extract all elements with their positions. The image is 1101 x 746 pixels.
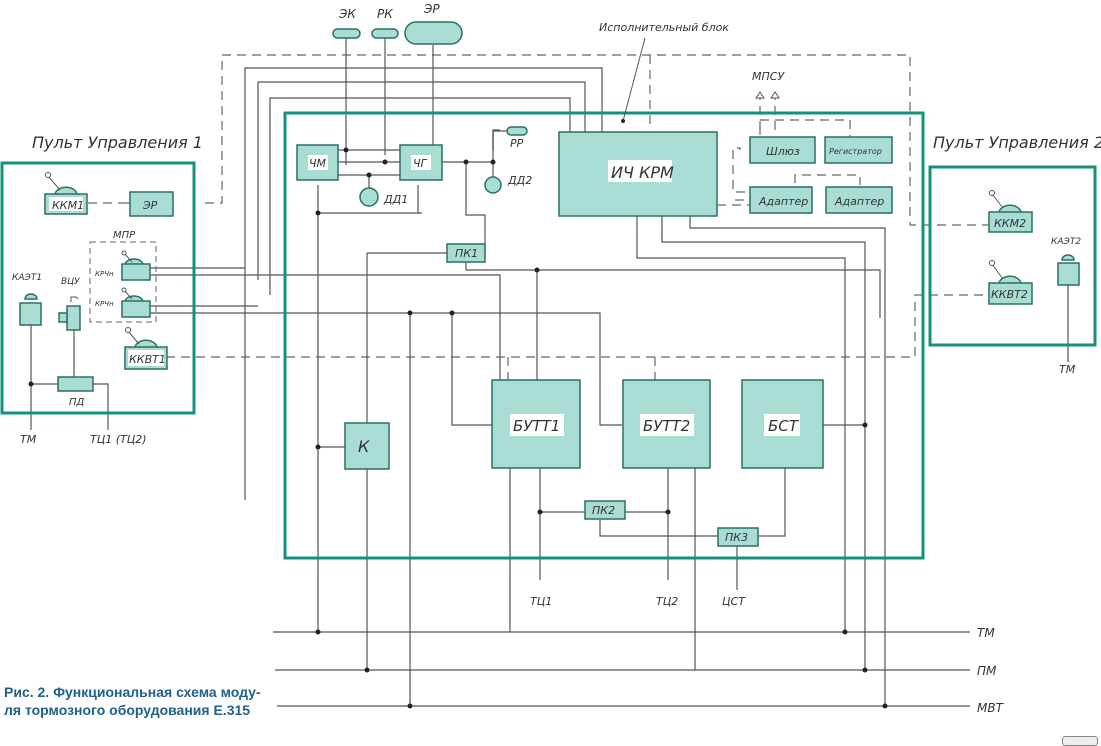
dd1-sensor [359, 187, 379, 207]
kaet2-label: КАЭТ2 [1051, 237, 1081, 247]
bus-mvt-label: МВТ [977, 701, 1005, 715]
bst-block: БСТ [741, 379, 824, 469]
er-relay-label: ЭР [142, 199, 158, 212]
rr-link [492, 130, 507, 150]
caption-line-2: ля тормозного оборудования Е.315 [4, 702, 251, 718]
exec-block-leader-dot [621, 119, 625, 123]
registrator-block: Регистратор [824, 136, 893, 164]
kaet1-valve [19, 293, 42, 326]
kkvt2-label: ККВТ2 [991, 288, 1028, 301]
vtsu-valve [58, 296, 81, 331]
pd-device: ПД [57, 376, 94, 408]
dd2-sensor [484, 176, 502, 194]
chm-block: ЧМ [296, 144, 339, 181]
kr1-label: КРЧн [95, 270, 114, 278]
dd2-label: ДД2 [507, 174, 532, 187]
kkvt2-controller: ККВТ2 [988, 260, 1033, 305]
shluz-block: Шлюз [749, 136, 816, 164]
rk-tank [371, 28, 399, 39]
panel1-tm-label: ТМ [20, 433, 37, 446]
er-tank [404, 21, 463, 45]
rk-label: РК [377, 7, 393, 21]
er-top-label: ЭР [423, 2, 440, 16]
butt2-block: БУТТ2 [622, 379, 711, 469]
kkm1-label: ККМ1 [52, 199, 84, 212]
bus-lines [273, 631, 970, 707]
butt2-label: БУТТ2 [643, 417, 690, 435]
vtsu-label: ВЦУ [61, 277, 80, 287]
tc2-label: ТЦ2 [656, 595, 678, 608]
tc1-label: ТЦ1 [530, 595, 552, 608]
panel1-title: Пульт Управления 1 [32, 133, 203, 152]
kaet2-valve [1057, 254, 1080, 286]
pk1-valve: ПК1 [446, 243, 486, 263]
butt1-block: БУТТ1 [491, 379, 581, 469]
page-corner-tab [1062, 736, 1098, 746]
shluz-label: Шлюз [766, 145, 800, 158]
kkvt1-controller: ККВТ1 [124, 327, 168, 370]
k-block: К [344, 422, 390, 470]
k-label: К [358, 437, 370, 456]
adapter2-block: Адаптер [825, 186, 893, 214]
mpsu-label: МПСУ [752, 70, 785, 83]
adapter1-label: Адаптер [758, 195, 808, 208]
kr1-controller: КРЧн [95, 250, 151, 281]
bus-pm-label: ПМ [977, 664, 997, 678]
panel1-tc-label: ТЦ1 (ТЦ2) [90, 433, 147, 446]
chm-label: ЧМ [309, 157, 327, 170]
adapter1-block: Адаптер [749, 186, 813, 214]
chg-block: ЧГ [399, 144, 443, 181]
junction-dots [28, 147, 888, 709]
kkvt1-label: ККВТ1 [129, 353, 166, 366]
ek-label: ЭК [338, 7, 356, 21]
pd-label: ПД [69, 397, 85, 408]
main-frame [283, 111, 925, 560]
panel2-frame [928, 165, 1097, 347]
ek-tank [332, 28, 361, 39]
caption-line-1: Рис. 2. Функциональная схема моду- [4, 684, 261, 700]
pk3-label: ПК3 [725, 531, 748, 544]
rr-label: РР [510, 137, 524, 150]
dd1-label: ДД1 [383, 193, 408, 206]
bus-tm-label: ТМ [977, 626, 995, 640]
dashed-control-lines [125, 54, 990, 380]
rr-tank [506, 126, 528, 136]
figure-caption: Рис. 2. Функциональная схема моду- ля то… [4, 683, 261, 719]
chg-label: ЧГ [413, 157, 428, 170]
pk3-valve: ПК3 [717, 527, 759, 547]
pk1-label: ПК1 [455, 247, 478, 260]
panel2-tm-label: ТМ [1059, 363, 1076, 376]
tsst-label: ЦСТ [722, 595, 746, 608]
mpsu-arrows [755, 91, 780, 99]
pk2-valve: ПК2 [584, 500, 626, 520]
mpr-group-frame [89, 241, 157, 323]
panel2-title: Пульт Управления 2 [933, 133, 1101, 152]
mpr-label: МПР [113, 230, 136, 241]
kaet1-label: КАЭТ1 [12, 273, 42, 283]
exec-block-leader [622, 37, 646, 122]
panel1-frame [0, 161, 196, 415]
butt1-label: БУТТ1 [513, 417, 560, 435]
exec-block-label: Исполнительный блок [599, 21, 729, 34]
registrator-label: Регистратор [829, 147, 882, 156]
kr2-label: КРЧн [95, 300, 114, 308]
kkm1-controller: ККМ1 [44, 172, 88, 215]
kkm2-controller: ККМ2 [988, 190, 1033, 233]
ich-krm-label: ИЧ КРМ [611, 163, 674, 182]
kr2-controller: КРЧн [95, 287, 151, 318]
er-relay: ЭР [129, 191, 174, 217]
pk2-label: ПК2 [592, 504, 615, 517]
adapter2-label: Адаптер [834, 195, 884, 208]
bst-label: БСТ [768, 417, 800, 435]
kkm2-label: ККМ2 [994, 217, 1026, 230]
ich-krm-block: ИЧ КРМ [558, 131, 718, 217]
